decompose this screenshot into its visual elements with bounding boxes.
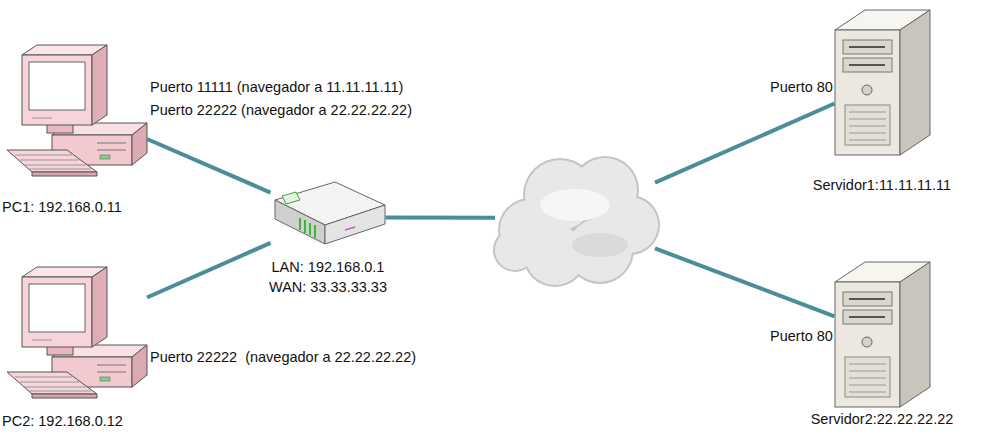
network-link: [385, 216, 495, 220]
port-label: Puerto 11111 (navegador a 11.11.11.11): [150, 78, 403, 96]
network-link: [147, 139, 270, 193]
node-label: Servidor2:22.22.22.22: [811, 409, 954, 429]
node-label: PC1: 192.168.0.11: [2, 197, 147, 217]
server-node: Servidor2:22.22.22.22: [811, 262, 954, 429]
port-label: Puerto 80: [770, 78, 833, 96]
port-label: Puerto 22222 (navegador a 22.22.22.22): [150, 348, 416, 366]
server-node: Servidor1:11.11.11.11: [813, 10, 951, 195]
icon-area: [270, 180, 385, 255]
router-icon: [275, 182, 385, 244]
node-label: Servidor1:11.11.11.11: [813, 175, 951, 195]
router-node: LAN: 192.168.0.1WAN: 33.33.33.33: [269, 180, 387, 297]
icon-area: [2, 262, 147, 397]
pc-icon: [7, 267, 147, 398]
port-label: Puerto 22222 (navegador a 22.22.22.22): [150, 101, 412, 119]
server-icon: [835, 262, 930, 407]
pc-icon: [7, 45, 147, 176]
cloud-icon: [493, 156, 660, 287]
icon-area: [495, 148, 655, 288]
icon-area: [834, 10, 929, 155]
network-link: [147, 243, 270, 298]
icon-area: [2, 40, 147, 175]
port-label: Puerto 80: [770, 327, 833, 345]
icon-area: [835, 262, 930, 407]
node-label: PC2: 192.168.0.12: [2, 411, 147, 431]
network-link: [655, 103, 834, 182]
network-link: [655, 248, 835, 316]
cloud-node: [495, 148, 655, 288]
pc-node: PC2: 192.168.0.12: [2, 262, 147, 431]
pc-node: PC1: 192.168.0.11: [2, 40, 147, 217]
node-label: LAN: 192.168.0.1: [269, 257, 387, 277]
node-label: WAN: 33.33.33.33: [269, 277, 387, 297]
server-icon: [835, 10, 930, 155]
